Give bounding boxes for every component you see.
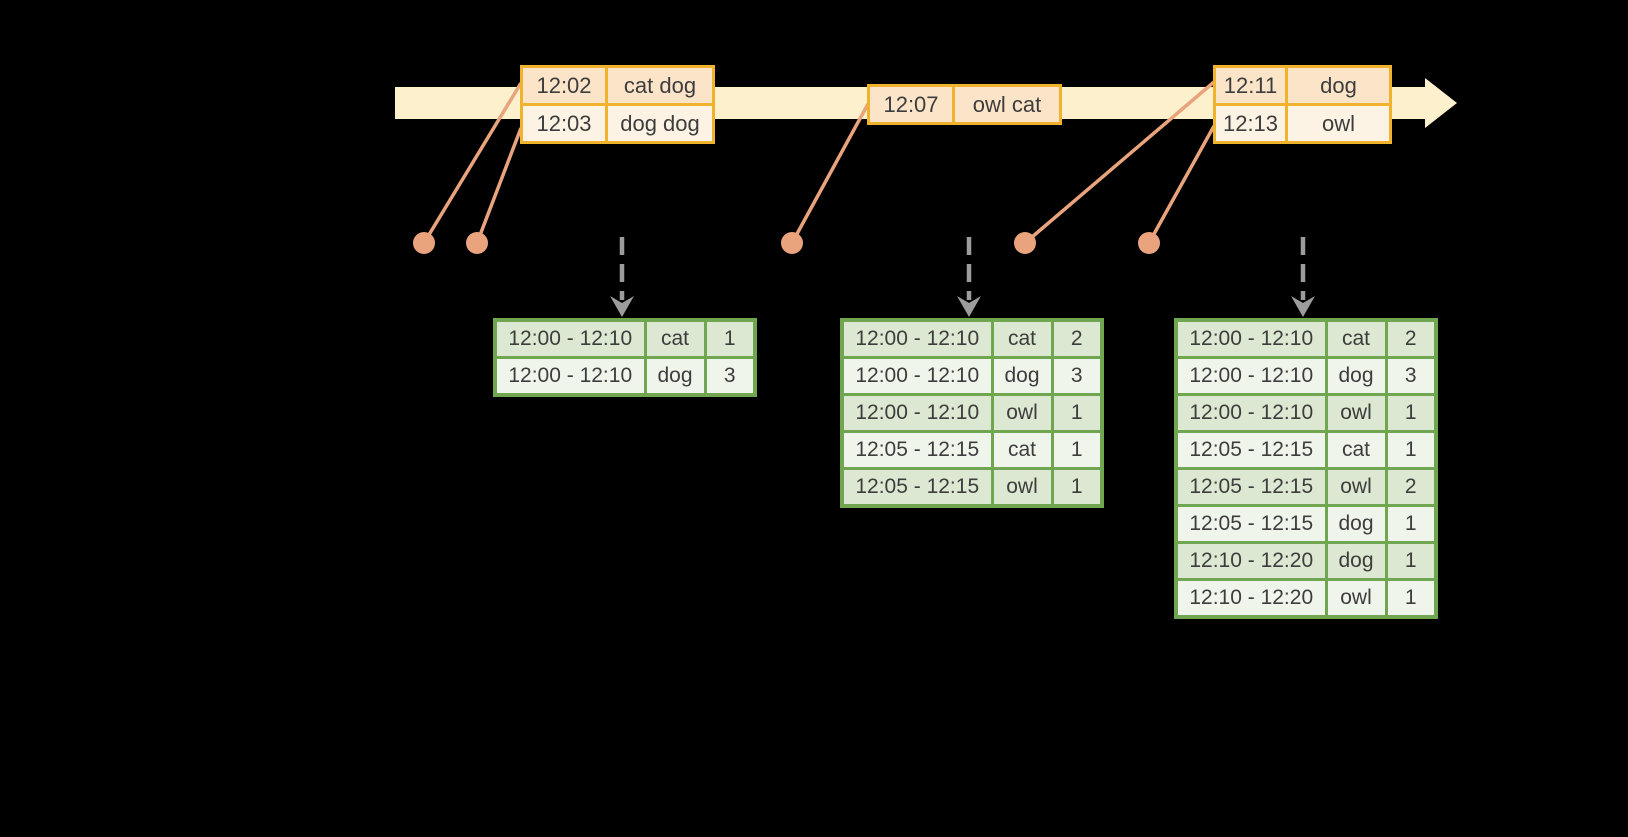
trigger-arrowhead-icon	[1291, 296, 1315, 317]
event-connector-line	[422, 82, 523, 244]
event-dot	[781, 232, 803, 254]
result-key-cell: dog	[990, 356, 1054, 396]
result-key-cell: cat	[1324, 430, 1388, 470]
result-window-cell: 12:00 - 12:10	[493, 356, 647, 397]
result-count-cell: 1	[1384, 430, 1438, 470]
result-key-cell: owl	[1324, 393, 1388, 433]
result-count-cell: 2	[1384, 318, 1438, 359]
result-count-cell: 3	[703, 356, 757, 397]
result-window-cell: 12:00 - 12:10	[840, 393, 994, 433]
result-count-cell: 3	[1050, 356, 1104, 396]
event-connector-line	[1023, 80, 1216, 245]
result-count-cell: 1	[703, 318, 757, 359]
result-window-cell: 12:05 - 12:15	[1174, 467, 1328, 507]
event-words-cell: dog	[1285, 65, 1392, 106]
result-count-cell: 1	[1050, 430, 1104, 470]
result-count-cell: 1	[1384, 578, 1438, 619]
result-window-cell: 12:00 - 12:10	[1174, 356, 1328, 396]
result-window-cell: 12:05 - 12:15	[840, 467, 994, 508]
event-time-cell: 12:13	[1213, 103, 1288, 144]
result-window-cell: 12:10 - 12:20	[1174, 578, 1328, 619]
result-key-cell: owl	[1324, 467, 1388, 507]
result-window-cell: 12:00 - 12:10	[840, 318, 994, 359]
result-count-cell: 1	[1384, 541, 1438, 581]
result-window-cell: 12:05 - 12:15	[1174, 430, 1328, 470]
event-time-cell: 12:11	[1213, 65, 1288, 106]
result-count-cell: 1	[1384, 504, 1438, 544]
result-count-cell: 1	[1050, 393, 1104, 433]
result-window-cell: 12:10 - 12:20	[1174, 541, 1328, 581]
result-count-cell: 2	[1384, 467, 1438, 507]
result-window-cell: 12:00 - 12:10	[840, 356, 994, 396]
result-key-cell: dog	[643, 356, 707, 397]
result-key-cell: dog	[1324, 504, 1388, 544]
event-connector-line	[790, 103, 870, 244]
result-key-cell: cat	[643, 318, 707, 359]
result-window-cell: 12:00 - 12:10	[1174, 318, 1328, 359]
result-window-cell: 12:00 - 12:10	[1174, 393, 1328, 433]
result-key-cell: owl	[990, 467, 1054, 508]
event-time-cell: 12:02	[520, 65, 608, 106]
event-dot	[413, 232, 435, 254]
event-time-cell: 12:03	[520, 103, 608, 144]
event-time-cell: 12:07	[867, 84, 955, 125]
result-key-cell: cat	[1324, 318, 1388, 359]
event-dot	[466, 232, 488, 254]
result-count-cell: 2	[1050, 318, 1104, 359]
result-count-cell: 3	[1384, 356, 1438, 396]
result-key-cell: dog	[1324, 356, 1388, 396]
trigger-arrowhead-icon	[957, 296, 981, 317]
event-words-cell: owl	[1285, 103, 1392, 144]
result-key-cell: cat	[990, 430, 1054, 470]
event-words-cell: dog dog	[605, 103, 715, 144]
event-connector-line	[1147, 125, 1216, 244]
result-count-cell: 1	[1384, 393, 1438, 433]
result-window-cell: 12:00 - 12:10	[493, 318, 647, 359]
event-words-cell: cat dog	[605, 65, 715, 106]
result-window-cell: 12:05 - 12:15	[1174, 504, 1328, 544]
trigger-arrowhead-icon	[610, 296, 634, 317]
event-words-cell: owl cat	[952, 84, 1062, 125]
event-connector-line	[475, 127, 523, 244]
timeline-arrowhead-icon	[1425, 78, 1457, 128]
result-key-cell: cat	[990, 318, 1054, 359]
event-dot	[1138, 232, 1160, 254]
result-count-cell: 1	[1050, 467, 1104, 508]
result-key-cell: owl	[990, 393, 1054, 433]
result-key-cell: dog	[1324, 541, 1388, 581]
result-window-cell: 12:05 - 12:15	[840, 430, 994, 470]
event-dot	[1014, 232, 1036, 254]
result-key-cell: owl	[1324, 578, 1388, 619]
